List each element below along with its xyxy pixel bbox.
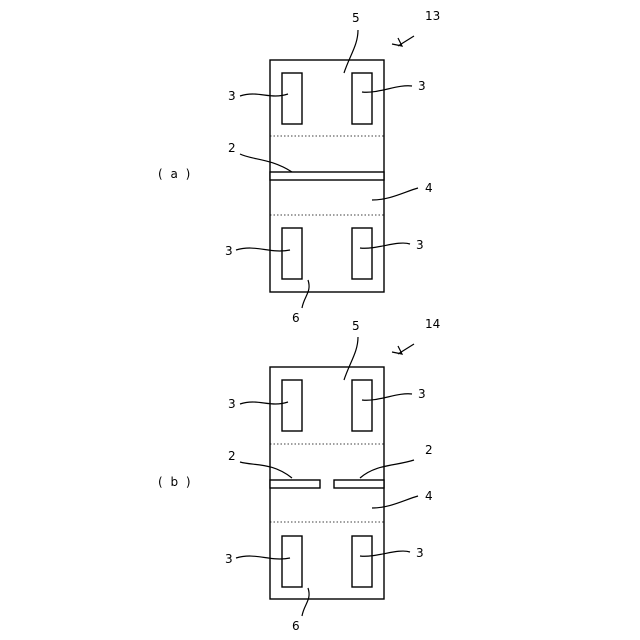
label-3-br: 3: [416, 546, 424, 560]
label-4: 4: [425, 489, 433, 503]
leader-14: [398, 344, 414, 354]
label-5: 5: [352, 11, 360, 25]
figure-b: ( b ) 14 5 3 3 2 2 4 3 3 6: [158, 317, 440, 633]
label-6: 6: [292, 619, 300, 633]
label-5: 5: [352, 319, 360, 333]
panel-label-a: ( a ): [158, 167, 192, 181]
window-bottom-right: [352, 228, 372, 279]
label-3-tl: 3: [228, 397, 236, 411]
label-3-br: 3: [416, 238, 424, 252]
label-3-bl: 3: [225, 552, 233, 566]
label-3-bl: 3: [225, 244, 233, 258]
window-top-left: [282, 73, 302, 124]
slit-left: [270, 480, 320, 488]
figure-a: ( a ) 13 5 3 3 2 4 3 3 6: [158, 9, 440, 325]
label-2-left: 2: [228, 449, 236, 463]
window-top-right: [352, 73, 372, 124]
label-4: 4: [425, 181, 433, 195]
label-2: 2: [228, 141, 236, 155]
panel-label-b: ( b ): [158, 475, 193, 489]
label-14: 14: [425, 317, 440, 331]
label-13: 13: [425, 9, 440, 23]
label-3-tr: 3: [418, 387, 426, 401]
window-top-left: [282, 380, 302, 431]
window-top-right: [352, 380, 372, 431]
label-3-tr: 3: [418, 79, 426, 93]
label-2-right: 2: [425, 443, 433, 457]
leader-13: [398, 36, 414, 46]
window-bottom-left: [282, 228, 302, 279]
label-6: 6: [292, 311, 300, 325]
label-3-tl: 3: [228, 89, 236, 103]
window-bottom-right: [352, 536, 372, 587]
slit: [270, 172, 384, 180]
window-bottom-left: [282, 536, 302, 587]
slit-right: [334, 480, 384, 488]
